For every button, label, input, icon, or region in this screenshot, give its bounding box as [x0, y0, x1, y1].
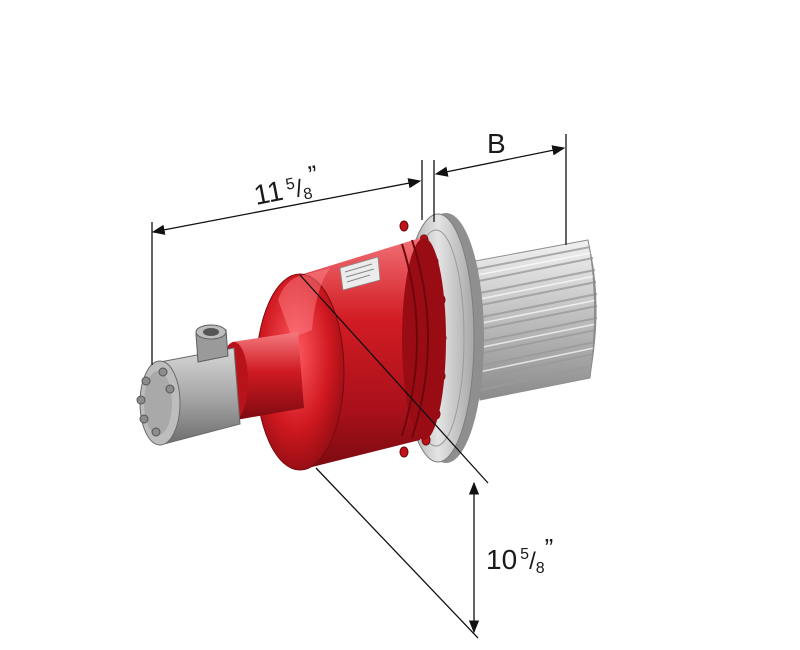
terminal-housing — [136, 324, 241, 446]
height-whole-text: 10 — [486, 544, 517, 575]
length-dimension-line — [151, 178, 422, 235]
length-denominator-text: 8 — [302, 185, 314, 203]
length-numerator-text: 5 — [284, 175, 296, 193]
length-dimension-label: 115/8” — [250, 159, 323, 213]
conduit-fitting — [195, 324, 229, 363]
b-dimension-line — [434, 145, 566, 177]
b-label-text: B — [487, 128, 506, 159]
height-unit-text: ” — [545, 533, 554, 563]
dimension-lines — [151, 134, 567, 639]
length-whole-text: 11 — [251, 175, 285, 211]
svg-text:115/8”: 115/8” — [250, 159, 323, 213]
heater-fins — [469, 239, 598, 401]
height-numerator-text: 5 — [520, 546, 529, 563]
b-dimension-label: B — [487, 128, 506, 159]
svg-text:105/8”: 105/8” — [486, 533, 553, 577]
nameplate — [339, 256, 381, 291]
height-denominator-text: 8 — [536, 560, 545, 577]
